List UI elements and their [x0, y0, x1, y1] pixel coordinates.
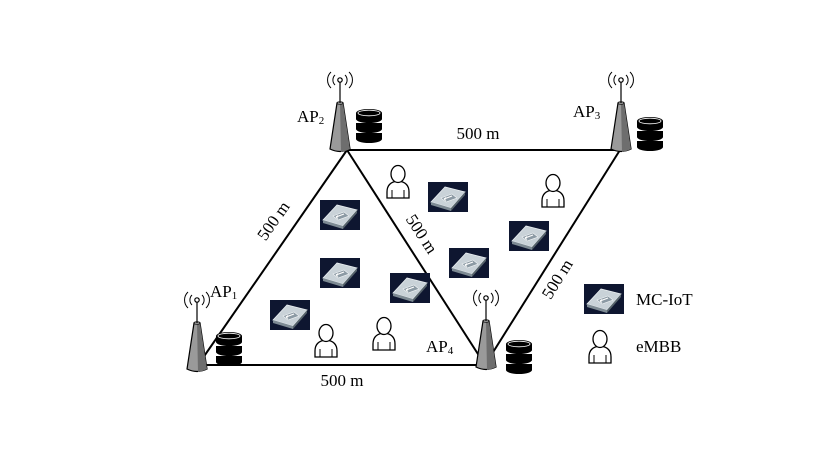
legend-embb-label: eMBB	[636, 337, 681, 356]
legend-iot-icon	[583, 283, 625, 315]
user-icon	[386, 164, 410, 199]
user-icon	[314, 323, 338, 358]
antenna-tower-icon	[607, 71, 635, 153]
antenna-tower-icon	[326, 71, 354, 153]
user-icon	[372, 316, 396, 351]
link-ap1-ap2	[197, 149, 348, 366]
mc-iot-device-icon	[448, 247, 490, 279]
link-label-ap2-ap4: 500 m	[402, 211, 441, 257]
ap-label-1: AP1	[210, 282, 237, 302]
mc-iot-device-icon	[269, 299, 311, 331]
link-ap3-ap4	[484, 149, 621, 366]
ap-label-2: AP2	[297, 107, 324, 127]
link-ap2-ap4	[346, 149, 486, 366]
user-icon	[541, 173, 565, 208]
mc-iot-device-icon	[389, 272, 431, 304]
mc-iot-device-icon	[319, 257, 361, 289]
legend-iot-label: MC-IoT	[636, 290, 693, 309]
ap-label-3: AP3	[573, 102, 601, 122]
network-links	[197, 149, 621, 366]
ap-label-4: AP4	[426, 337, 454, 357]
antenna-tower-icon	[183, 291, 211, 373]
legend: MC-IoT eMBB	[583, 283, 693, 364]
database-stack-icon	[355, 108, 383, 144]
mc-iot-device-icon	[427, 181, 469, 213]
antenna-tower-icon	[472, 289, 500, 371]
link-label-ap1-ap4: 500 m	[321, 371, 364, 390]
database-stack-icon	[505, 339, 533, 375]
legend-user-icon	[588, 329, 612, 364]
mc-iot-device-icon	[319, 199, 361, 231]
link-label-ap3-ap4: 500 m	[538, 256, 577, 303]
mc-iot-device-icon	[508, 220, 550, 252]
link-label-ap2-ap3: 500 m	[457, 124, 500, 143]
database-stack-icon	[636, 116, 664, 152]
database-stack-icon	[215, 331, 243, 367]
